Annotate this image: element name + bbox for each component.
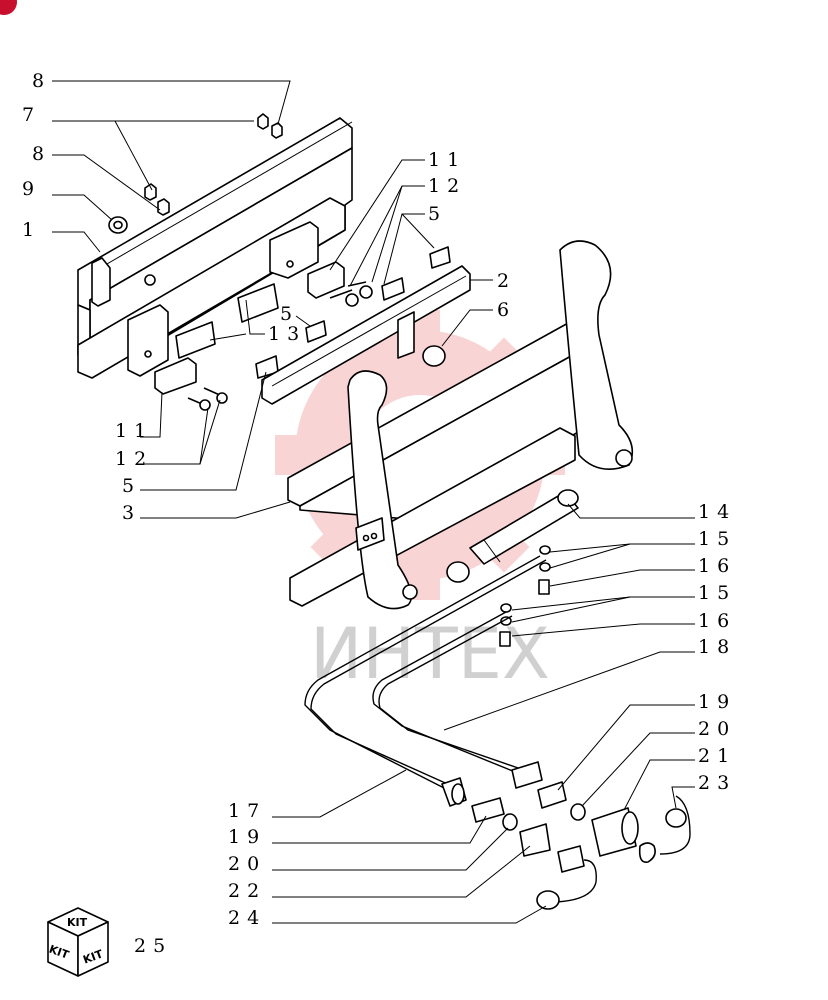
part-1-upper-plate <box>77 117 353 379</box>
part-3-main-frame <box>287 240 634 610</box>
part-12-bolts <box>187 281 373 411</box>
kit-cube-icon: KIT KIT KIT <box>47 907 109 977</box>
label-2: 2 <box>497 270 516 292</box>
label-15: 15 <box>698 528 736 550</box>
label-8: 8 <box>32 70 51 92</box>
hydraulic-hoses <box>304 555 547 791</box>
label-17: 17 <box>228 800 266 822</box>
label-15: 15 <box>698 582 736 604</box>
label-7: 7 <box>22 104 41 126</box>
label-14: 14 <box>698 501 736 523</box>
part-2-rail <box>261 265 471 405</box>
callout-labels: 8 7 8 9 1 11 12 5 2 6 5 13 11 12 5 3 14 … <box>22 70 736 957</box>
label-11: 11 <box>115 420 153 442</box>
label-9: 9 <box>22 178 41 200</box>
label-5: 5 <box>280 303 299 325</box>
label-13: 13 <box>268 323 306 345</box>
label-22: 22 <box>228 880 266 902</box>
label-8: 8 <box>32 143 51 165</box>
label-20: 20 <box>228 853 266 875</box>
label-25: 25 <box>134 935 172 957</box>
label-5: 5 <box>428 203 447 225</box>
label-12: 12 <box>428 175 466 197</box>
part-13-pads <box>175 283 279 359</box>
label-20: 20 <box>698 718 736 740</box>
leader-lines <box>52 80 695 924</box>
label-16: 16 <box>698 610 736 632</box>
label-1: 1 <box>22 219 41 241</box>
label-24: 24 <box>228 907 266 929</box>
label-19: 19 <box>698 691 736 713</box>
part-14-cylinder <box>446 489 579 583</box>
label-11: 11 <box>428 149 466 171</box>
label-16: 16 <box>698 555 736 577</box>
label-23: 23 <box>698 772 736 794</box>
label-5: 5 <box>122 475 141 497</box>
label-6: 6 <box>497 299 516 321</box>
part-5-clips <box>255 246 451 379</box>
corner-badge <box>0 0 17 15</box>
label-18: 18 <box>698 636 736 658</box>
part-11-blocks <box>154 261 345 395</box>
part-6-plug <box>422 345 446 367</box>
label-21: 21 <box>698 745 736 767</box>
label-19: 19 <box>228 826 266 848</box>
label-12: 12 <box>115 448 153 470</box>
part-15-16-fittings <box>499 545 551 647</box>
kit-face-top: KIT <box>67 916 88 929</box>
hose-couplings <box>441 761 691 910</box>
label-3: 3 <box>122 502 141 524</box>
